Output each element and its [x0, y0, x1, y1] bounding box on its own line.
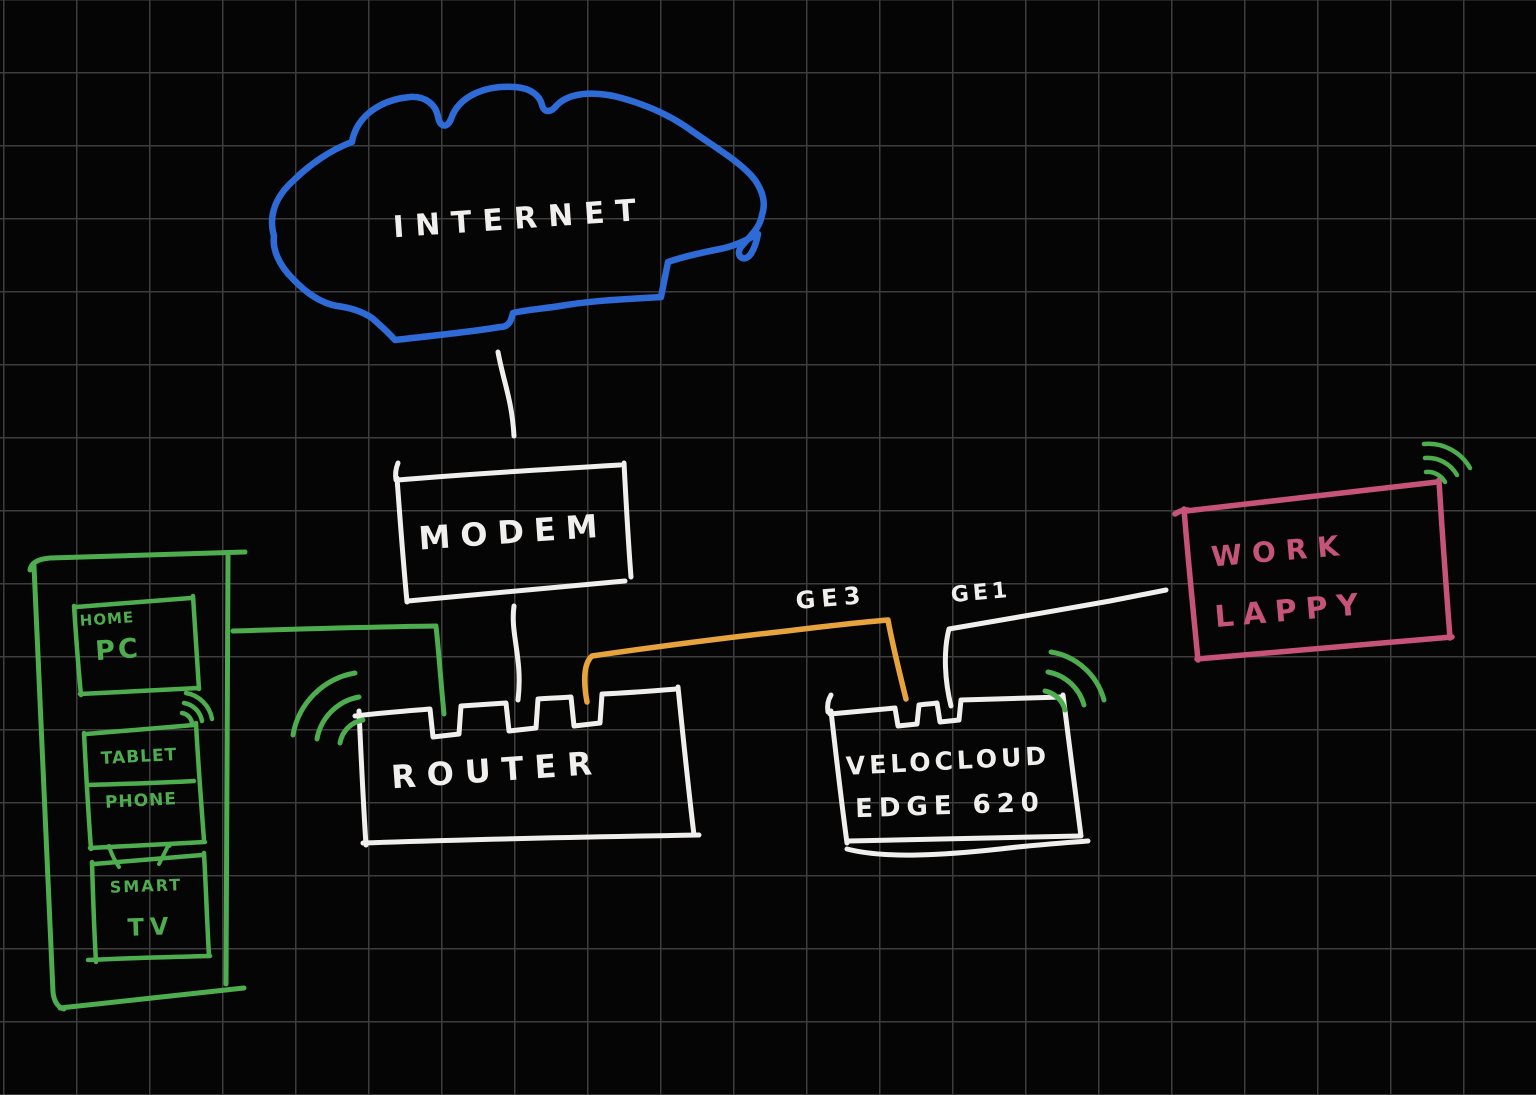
modem-node-shape [393, 460, 634, 605]
home-pc-label-line1: HOME [79, 608, 135, 630]
ge1-link-label: GE1 [949, 577, 1013, 609]
home-network-group-shape [27, 549, 248, 1012]
tablet-wifi-icon [179, 690, 215, 726]
work-lappy-node-shape [1172, 477, 1455, 663]
smart-tv-label-line2: TV [127, 912, 175, 942]
velocloud-wifi-icon [1042, 649, 1107, 713]
internet-cloud-shape [268, 83, 767, 344]
router-wifi-icon [290, 670, 366, 746]
smart-tv-node-shape [85, 842, 213, 965]
tablet-phone-node-shape [81, 720, 208, 852]
router-node-shape [352, 684, 702, 848]
ge3-link [581, 617, 909, 705]
link-modem-router [510, 603, 522, 703]
home-pc-node-shape [71, 593, 202, 698]
home-pc-label-line2: PC [94, 632, 142, 668]
link-home-router [230, 623, 447, 717]
tablet-phone-label-line2: PHONE [104, 789, 178, 813]
ge1-link [942, 587, 1169, 709]
link-internet-modem [495, 349, 517, 439]
laptop-wifi-icon [1421, 441, 1473, 485]
tablet-phone-label-line1: TABLET [100, 745, 178, 769]
smart-tv-label-line1: SMART [109, 875, 183, 897]
